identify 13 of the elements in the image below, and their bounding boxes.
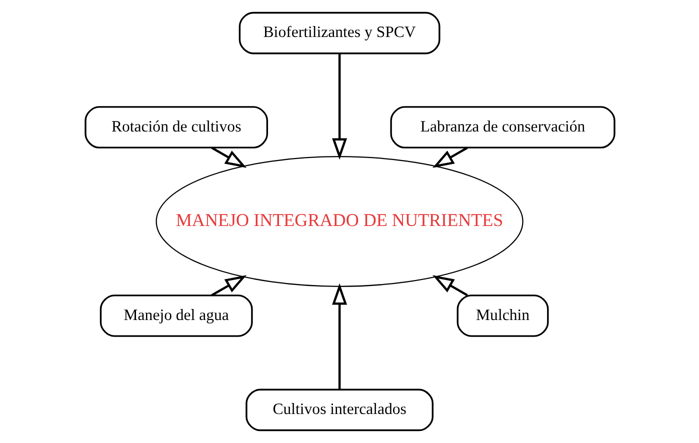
- node-box: Manejo del agua: [99, 294, 252, 337]
- node-box: Cultivos intercalados: [245, 388, 433, 432]
- node-box: Mulchin: [456, 294, 548, 337]
- arrow: [332, 54, 347, 160]
- node-box: Biofertilizantes y SPCV: [238, 12, 440, 54]
- node-ellipse: MANEJO INTEGRADO DE NUTRIENTES: [155, 156, 523, 287]
- arrow: [432, 275, 468, 296]
- node-box: Rotación de cultivos: [84, 106, 268, 148]
- arrow: [432, 146, 468, 168]
- arrow: [332, 283, 347, 390]
- node-box: Labranza de conservación: [390, 106, 615, 148]
- arrow: [210, 275, 246, 296]
- arrow: [210, 146, 246, 168]
